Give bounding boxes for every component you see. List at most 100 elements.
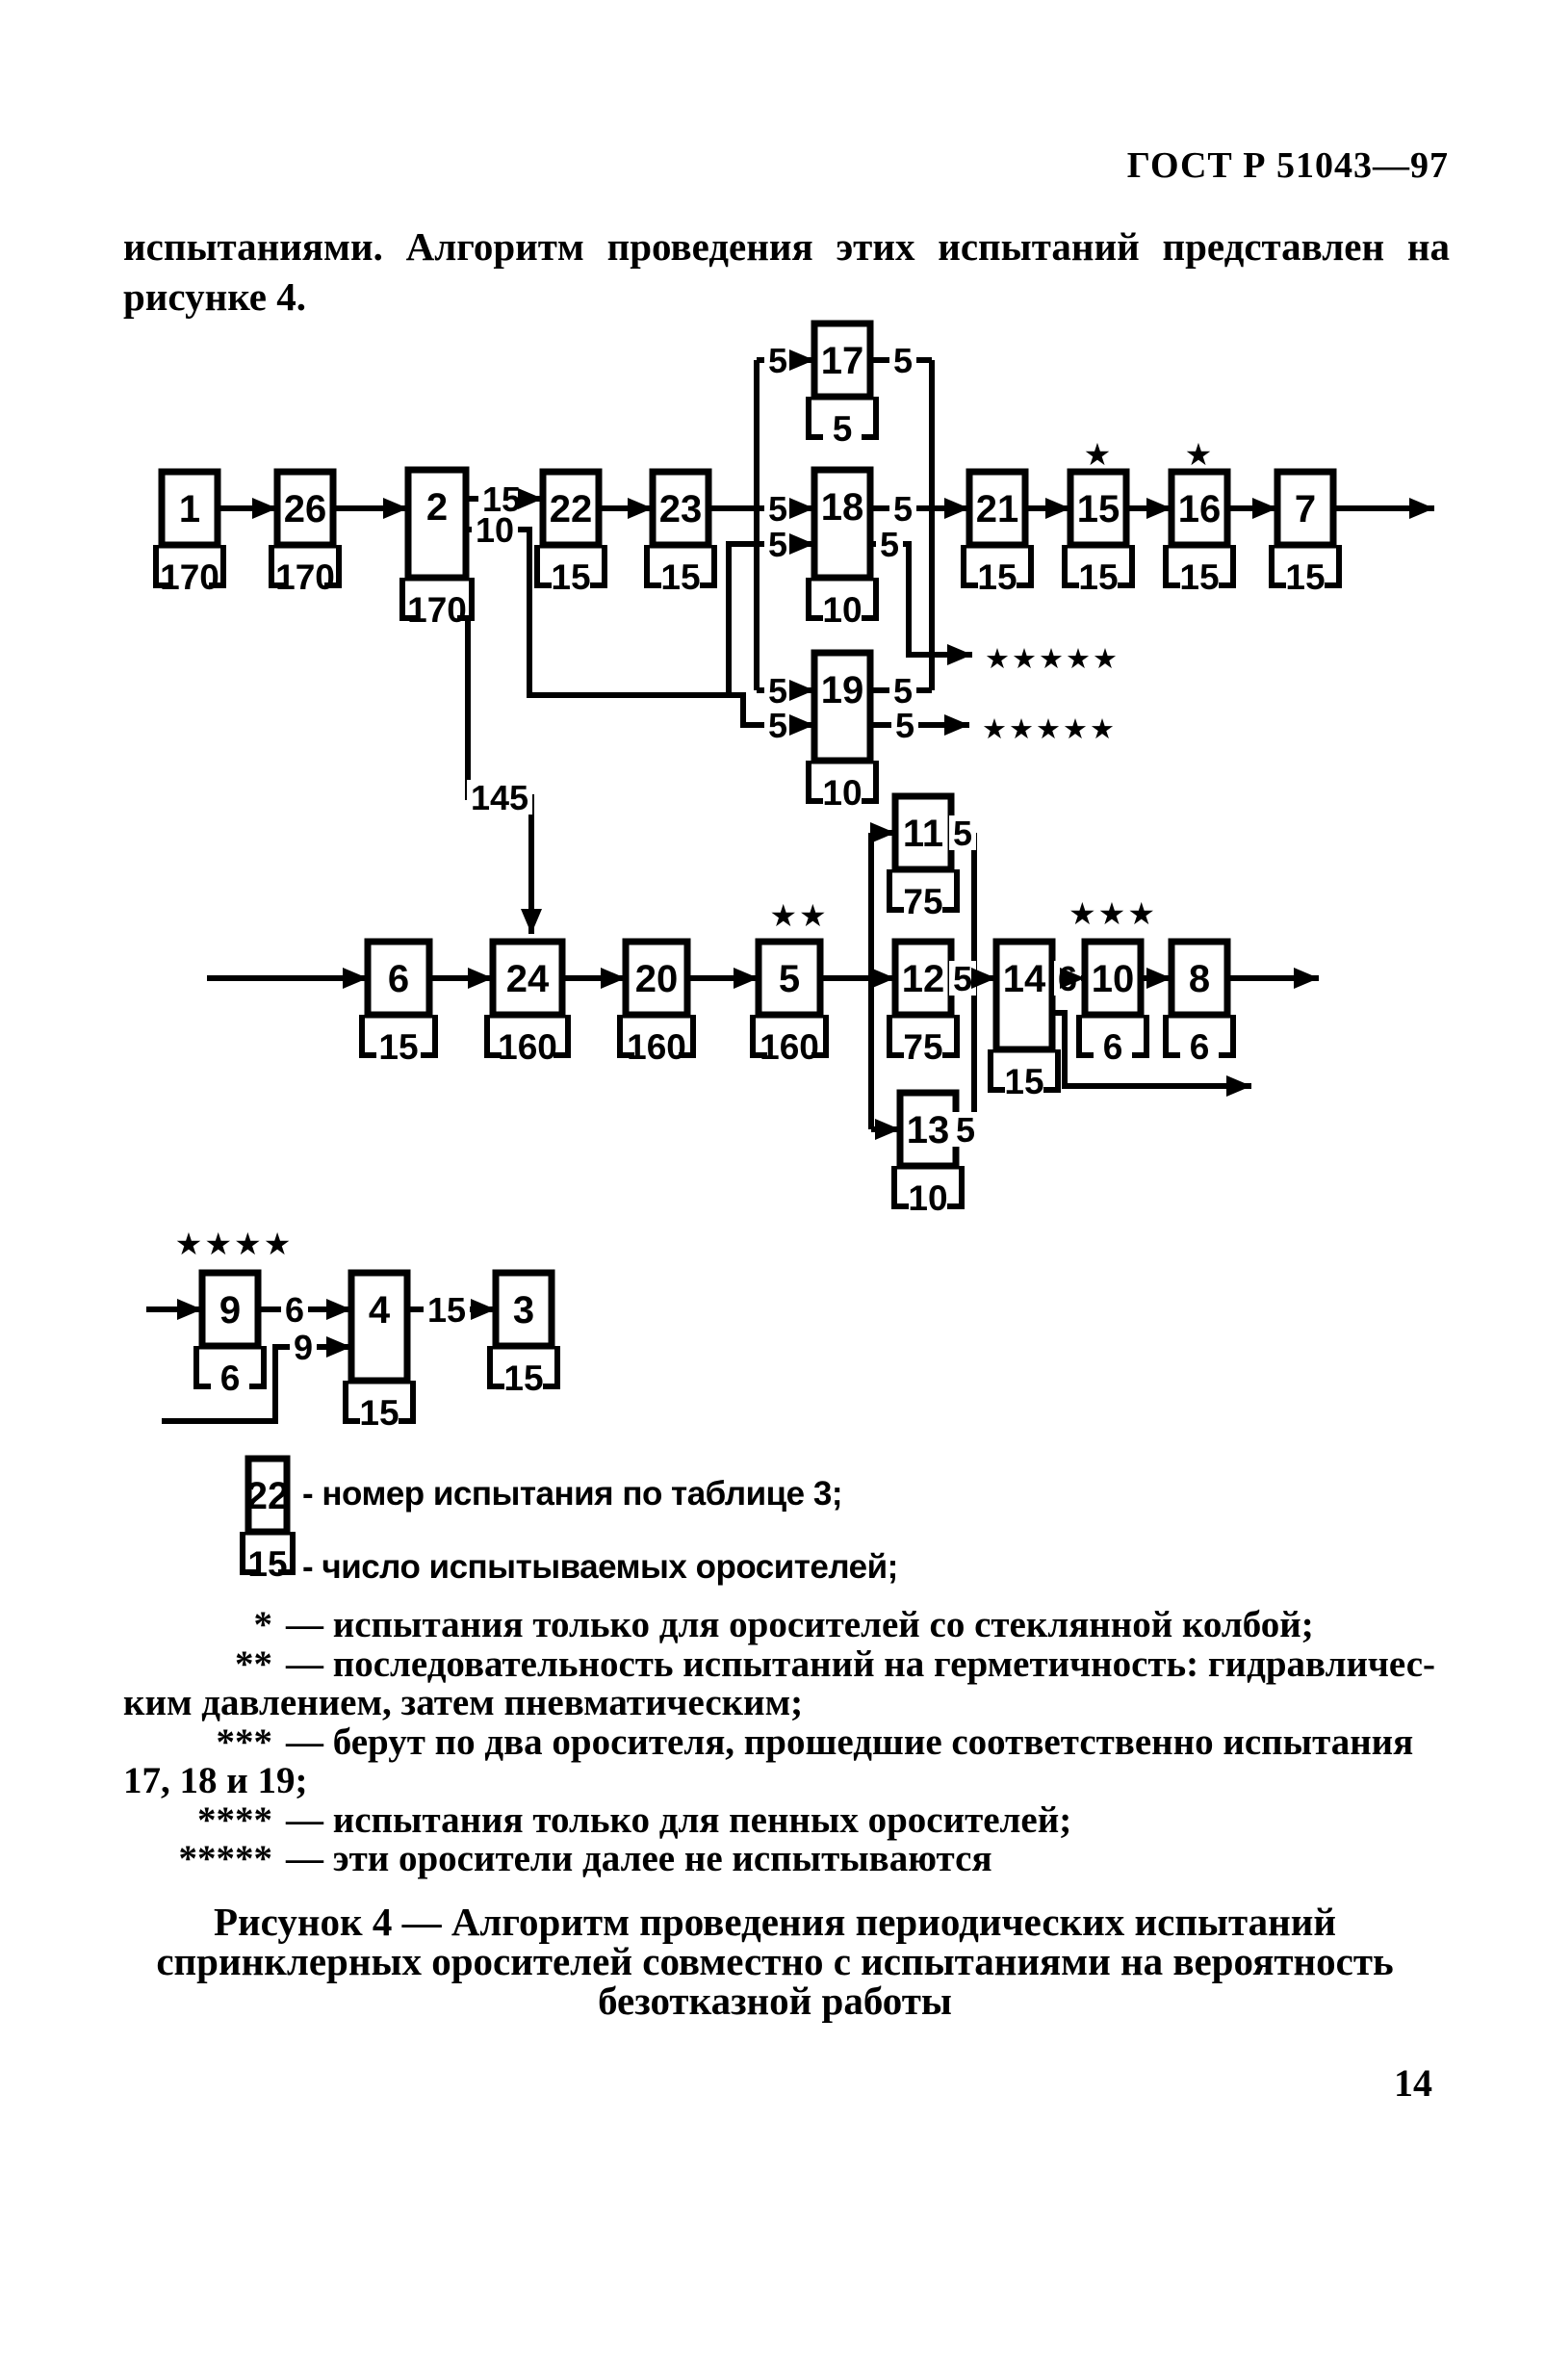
flow-edge (1052, 1010, 1251, 1089)
edge-label-backing (764, 491, 791, 526)
count-bracket (806, 578, 879, 621)
arrowhead-icon (875, 1119, 900, 1140)
star-marker: ★★ (769, 897, 828, 934)
node-number: 9 (219, 1289, 241, 1332)
arrowhead-icon (628, 498, 653, 519)
edge-label-text: 15 (427, 1290, 466, 1330)
node-count: 5 (833, 409, 853, 449)
arrowhead-icon (870, 968, 895, 989)
count-bracket (961, 545, 1034, 588)
edge-label-backing (889, 491, 916, 526)
flow-node-9: 96 (193, 1269, 267, 1398)
edge-label-backing (290, 1330, 317, 1364)
node-count: 15 (660, 557, 700, 597)
node-count: 160 (627, 1027, 686, 1067)
node-number: 15 (1077, 488, 1120, 530)
arrowhead-icon (252, 498, 277, 519)
edge-label-backing (889, 343, 916, 377)
footnotes-block: *— испытания только для оросителей со ст… (123, 1605, 1461, 1879)
node-number: 13 (907, 1109, 950, 1151)
flow-node-14: 14 15 (988, 938, 1061, 1101)
node-number: 22 (550, 488, 593, 530)
arrowhead-icon (326, 1336, 351, 1358)
star-marker: ★★★ (1069, 895, 1157, 932)
arrowhead-icon (521, 909, 542, 934)
flow-node-20: 20 160 (617, 938, 696, 1067)
edge-label-text: 5 (893, 489, 913, 529)
node-count: 15 (247, 1544, 287, 1584)
node-box (404, 466, 470, 582)
node-number: 10 (1092, 958, 1135, 1000)
arrowhead-icon (789, 498, 814, 519)
edge-label-backing (472, 512, 518, 547)
footnote-text: — берут по два оросителя, прошедшие соот… (286, 1720, 1414, 1763)
star-marker: ★★★★★ (982, 712, 1117, 745)
arrowhead-icon (947, 644, 972, 665)
count-bracket (240, 1532, 296, 1575)
footnote-line: *****— эти оросители далее не испытывают… (123, 1839, 1461, 1879)
arrowhead-icon (601, 968, 626, 989)
node-number: 20 (635, 958, 679, 1000)
caption-line-1: Рисунок 4 — Алгоритм проведения периодич… (214, 1900, 1336, 1944)
flow-node-6: 615 (359, 938, 438, 1067)
footnote-marker: **** (197, 1798, 272, 1841)
node-box (811, 466, 874, 582)
node-number: 14 (1003, 958, 1046, 1000)
count-bracket (484, 1015, 571, 1058)
edge-label-backing (891, 708, 918, 742)
node-count: 75 (903, 1027, 942, 1067)
figure-caption: Рисунок 4 — Алгоритм проведения периодич… (111, 1902, 1439, 2021)
node-number: 26 (284, 488, 327, 530)
node-number: 6 (388, 958, 409, 1000)
edge-label: 5 (876, 525, 903, 564)
arrowhead-icon (518, 488, 543, 509)
arrowhead-icon (1294, 968, 1319, 989)
edge-label-text: 5 (895, 706, 914, 745)
node-count: 15 (1179, 557, 1219, 597)
edge-label: 9 (290, 1328, 317, 1367)
flow-node-8: 86 (1163, 938, 1236, 1067)
node-count: 6 (1103, 1027, 1123, 1067)
node-number: 8 (1189, 958, 1210, 1000)
arrowhead-icon (343, 968, 368, 989)
footnote-text: ким давлением, затем пневматическим; (123, 1682, 804, 1723)
node-count: 15 (1078, 557, 1118, 597)
edge-label-backing (478, 481, 525, 516)
node-count: 10 (908, 1178, 947, 1218)
arrowhead-icon (1146, 498, 1172, 519)
node-count: 15 (503, 1358, 543, 1398)
node-layer: 1170261702170221523151751810191021151515… (153, 320, 1342, 1584)
node-number: 3 (513, 1289, 534, 1332)
edge-label: 5 (764, 489, 791, 529)
node-number: 19 (821, 669, 864, 711)
edge-label-text: 5 (956, 1110, 975, 1150)
edge-label-backing (467, 780, 532, 815)
edge-label-backing (281, 1292, 308, 1327)
caption-line-3: безотказной работы (598, 1979, 952, 2023)
node-number: 11 (903, 813, 943, 855)
count-bracket (269, 545, 342, 588)
count-bracket (153, 545, 226, 588)
edge-label: 5 (889, 341, 916, 380)
flow-node-13: 13 10 (891, 1089, 965, 1218)
arrowhead-icon (789, 680, 814, 701)
doc-header: ГОСТ Р 51043—97 (1126, 145, 1449, 186)
node-count: 75 (903, 882, 942, 921)
node-count: 170 (275, 557, 335, 597)
node-count: 15 (1004, 1062, 1043, 1101)
star-marker: ★ (1185, 436, 1215, 473)
node-count: 160 (760, 1027, 819, 1067)
footnote-line: 17, 18 и 19; (123, 1761, 1461, 1801)
node-number: 2 (426, 486, 448, 529)
paragraph-line-2: рисунке 4. (123, 274, 307, 319)
arrowhead-icon (1252, 498, 1277, 519)
edge-label-backing (889, 673, 916, 708)
